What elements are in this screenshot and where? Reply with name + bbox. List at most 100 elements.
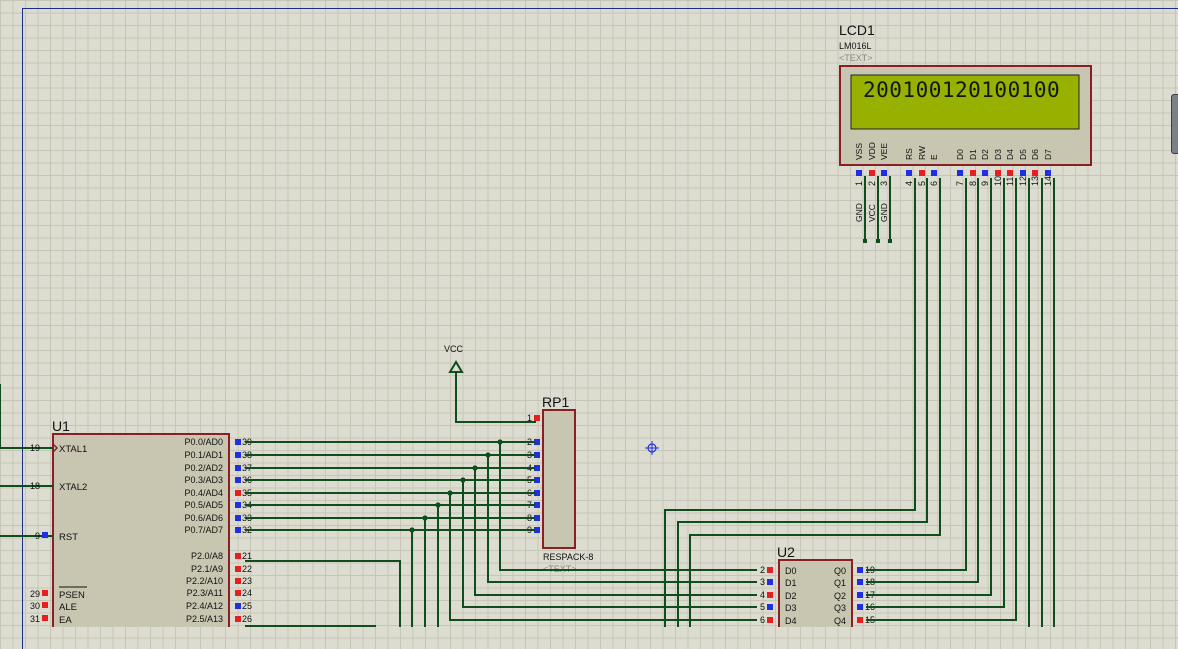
u1-pin-name: P2.2/A10	[186, 576, 223, 586]
rp1-pin-marker	[534, 452, 540, 458]
lcd-pin-number: 11	[1005, 177, 1015, 186]
lcd-ref-label: LCD1	[839, 22, 875, 38]
u1-pin-number: 24	[242, 588, 252, 598]
u1-pin-name: ALE	[59, 602, 77, 613]
lcd-pin-name: D6	[1030, 149, 1040, 160]
rp1-pin-number: 1	[527, 413, 532, 423]
rp1-pin-marker	[534, 415, 540, 421]
lcd-pin-name: VSS	[854, 143, 864, 160]
vcc-label: VCC	[444, 344, 464, 354]
lcd-data-wire[interactable]	[866, 178, 1005, 608]
lcd-net-label: GND	[854, 203, 864, 222]
lcd-rw-wire[interactable]	[677, 178, 928, 627]
lcd-pin-number: 1	[854, 181, 864, 186]
u1-pin-name: P0.5/AD5	[184, 500, 223, 510]
clock-marker	[52, 443, 59, 453]
lcd-model-label: LM016L	[839, 41, 872, 51]
u2-data-wire[interactable]	[462, 480, 757, 608]
rp1-ref-label: RP1	[542, 394, 569, 410]
u2-data-wire[interactable]	[487, 455, 757, 583]
u1-pin-marker	[235, 502, 241, 508]
lcd-data-wire[interactable]	[866, 178, 992, 596]
lcd-pin-number: 5	[917, 181, 927, 186]
sheet-border	[22, 8, 1178, 649]
u1-pin-marker	[235, 477, 241, 483]
u1-pin-name: P0.3/AD3	[184, 475, 223, 485]
u1-pin-marker	[42, 532, 48, 538]
lcd-pin-number: 2	[867, 181, 877, 186]
u1-pin-marker	[235, 590, 241, 596]
u1-pin-name: PSEN	[59, 590, 85, 601]
u1-pin-name: EA	[59, 615, 72, 626]
rp1-body[interactable]	[542, 409, 576, 549]
u1-pin-number: 30	[30, 601, 40, 611]
u1-pin-number: 19	[30, 443, 40, 453]
u1-pin-name: XTAL1	[59, 444, 87, 455]
rp1-pin-marker	[534, 465, 540, 471]
lcd-pin-number: 3	[879, 181, 889, 186]
u2-pin-name: Q1	[834, 578, 846, 588]
u1-pin-marker	[42, 602, 48, 608]
u1-pin-name: P2.4/A12	[186, 601, 223, 611]
lcd-rs-wire[interactable]	[664, 178, 916, 627]
u1-ref-label: U1	[52, 418, 70, 434]
u2-pin-name: D0	[785, 566, 797, 576]
rp1-pin-marker	[534, 515, 540, 521]
net-terminal	[888, 239, 892, 243]
u2-pin-name: D2	[785, 591, 797, 601]
u1-pin-number: 26	[242, 614, 252, 624]
lcd-pin-number: 8	[968, 181, 978, 186]
rp1-model-label: RESPACK-8	[543, 552, 593, 562]
lcd-pin-marker	[1045, 170, 1051, 176]
lcd-pin-marker	[1032, 170, 1038, 176]
u2-data-wire[interactable]	[449, 493, 757, 621]
lcd-pin-name: D5	[1018, 149, 1028, 160]
lcd-pin-name: VDD	[867, 142, 877, 160]
lcd-pin-name: RS	[904, 148, 914, 160]
net-terminal	[876, 239, 880, 243]
u1-pin-number: 21	[242, 551, 252, 561]
lcd-pin-name: D4	[1005, 149, 1015, 160]
u1-pin-name: RST	[59, 532, 78, 543]
u2-pin-marker	[857, 579, 863, 585]
lcd-pin-marker	[906, 170, 912, 176]
u1-pin-marker	[235, 553, 241, 559]
lcd-pin-marker	[881, 170, 887, 176]
u2-data-wire[interactable]	[474, 468, 757, 596]
u1-pin-marker	[235, 527, 241, 533]
p2-wire[interactable]	[245, 625, 376, 627]
lcd-pin-marker	[1007, 170, 1013, 176]
net-terminal	[863, 239, 867, 243]
u1-pin-marker	[235, 578, 241, 584]
u2-data-wire[interactable]	[499, 442, 757, 571]
u2-pin-marker	[767, 604, 773, 610]
vcc-wire[interactable]	[455, 372, 536, 423]
rp1-pin-marker	[534, 490, 540, 496]
lcd-pin-marker	[856, 170, 862, 176]
lcd-pin-name: D3	[993, 149, 1003, 160]
u2-pin-marker	[767, 617, 773, 623]
u1-body[interactable]	[52, 433, 230, 627]
lcd-pin-number: 9	[980, 181, 990, 186]
u1-pin-marker	[235, 465, 241, 471]
u1-pin-marker	[42, 590, 48, 596]
scrollbar-handle[interactable]	[1171, 94, 1178, 154]
u2-body[interactable]	[778, 559, 853, 627]
u2-pin-number: 2	[760, 565, 765, 575]
u1-pin-name: P0.4/AD4	[184, 488, 223, 498]
u2-pin-marker	[857, 604, 863, 610]
u1-pin-marker	[235, 603, 241, 609]
lcd-data-wire[interactable]	[866, 178, 1017, 621]
u1-pin-name: P2.3/A11	[187, 588, 223, 598]
lcd-pin-name: D0	[955, 149, 965, 160]
lcd-pin-number: 7	[955, 181, 965, 186]
u2-pin-marker	[857, 567, 863, 573]
lcd-data-wire[interactable]	[866, 178, 967, 571]
u1-pin-number: 18	[30, 481, 40, 491]
lcd-e-wire[interactable]	[689, 178, 941, 627]
lcd-pin-name: E	[929, 154, 939, 160]
p2-wire[interactable]	[245, 560, 401, 627]
lcd-net-label: GND	[879, 203, 889, 222]
lcd-data-wire[interactable]	[866, 178, 979, 583]
